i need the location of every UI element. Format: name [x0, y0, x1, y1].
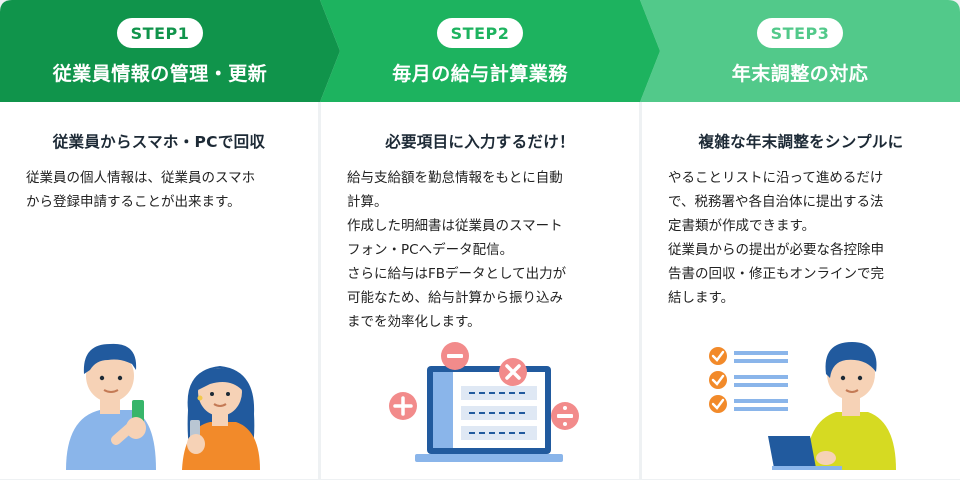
two-people-with-smartphones-illustration [66, 343, 260, 470]
step2-line: 給与支給額を勤怠情報をもとに自動 [347, 170, 563, 186]
step3-arrow-shape [640, 0, 960, 102]
step3-subtitle: 複雑な年末調整をシンプルに [698, 133, 904, 151]
step3-line: 定書類が作成できます。 [668, 218, 816, 234]
step2-header: STEP2 毎月の給与計算業務 [320, 0, 640, 102]
step2-line: までを効率化します。 [347, 314, 481, 330]
step1-panel: 従業員からスマホ・PCで回収 従業員の個人情報は、従業員のスマホ から登録申請す… [0, 102, 318, 479]
laptop-with-math-operators-illustration [389, 342, 579, 462]
step2-panel: 必要項目に入力するだけ！ 給与支給額を勤怠情報をもとに自動 計算。 作成した明細… [321, 102, 639, 479]
step2-line: 可能なため、給与計算から振り込み [347, 290, 563, 306]
step1-title: 従業員情報の管理・更新 [52, 63, 268, 85]
step3-line: やることリストに沿って進めるだけ [668, 170, 884, 186]
step2-title: 毎月の給与計算業務 [392, 63, 568, 85]
checklist-icon [709, 347, 788, 413]
step2-arrow-shape [320, 0, 660, 102]
step1-header: STEP1 従業員情報の管理・更新 [0, 0, 320, 102]
step2-line: 作成した明細書は従業員のスマート [347, 218, 563, 234]
step1-line: から登録申請することが出来ます。 [26, 194, 241, 210]
step2-line: フォン・PCへデータ配信。 [347, 242, 514, 258]
step3-line: 結します。 [668, 290, 735, 306]
step1-badge: STEP1 [116, 18, 204, 48]
step1-subtitle: 従業員からスマホ・PCで回収 [52, 133, 266, 151]
step3-description: やることリストに沿って進めるだけ で、税務署や各自治体に提出する法 定書類が作成… [668, 166, 948, 310]
person-with-checklist-and-laptop-illustration [709, 342, 896, 470]
step3-badge: STEP3 [756, 18, 844, 48]
step3-panel: 複雑な年末調整をシンプルに やることリストに沿って進めるだけ で、税務署や各自治… [642, 102, 960, 479]
step3-line: で、税務署や各自治体に提出する法 [668, 194, 884, 210]
step3-line: 従業員からの提出が必要な各控除申 [668, 242, 884, 258]
step-header-bar: STEP1 従業員情報の管理・更新 STEP2 毎月の給与計算業務 STEP3 … [0, 0, 960, 102]
step2-badge: STEP2 [436, 18, 524, 48]
step1-description: 従業員の個人情報は、従業員のスマホ から登録申請することが出来ます。 [26, 166, 306, 214]
step1-arrow-shape [0, 0, 340, 102]
step1-line: 従業員の個人情報は、従業員のスマホ [26, 170, 256, 186]
step2-description: 給与支給額を勤怠情報をもとに自動 計算。 作成した明細書は従業員のスマート フォ… [347, 166, 627, 334]
step3-header: STEP3 年末調整の対応 [640, 0, 960, 102]
step3-line: 告書の回収・修正もオンラインで完 [668, 266, 884, 282]
step2-subtitle: 必要項目に入力するだけ！ [385, 133, 575, 151]
step2-line: さらに給与はFBデータとして出力が [347, 266, 567, 282]
step2-line: 計算。 [347, 194, 388, 210]
step-arrow-background [0, 0, 960, 102]
step3-title: 年末調整の対応 [731, 63, 869, 85]
